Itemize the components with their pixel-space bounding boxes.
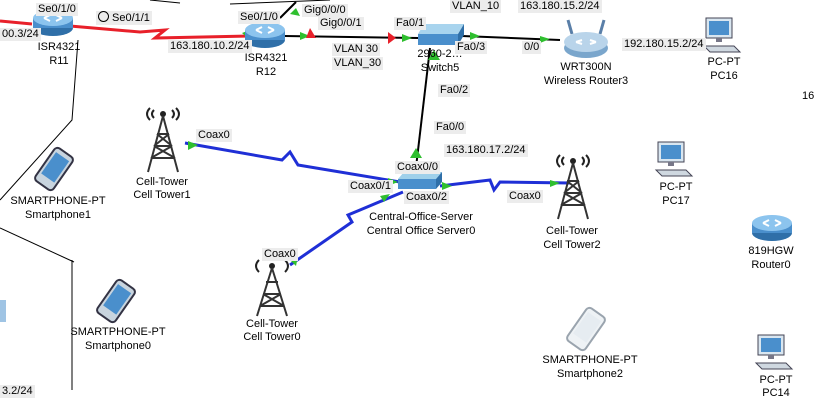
serial-link-r11-r12[interactable]: [69, 24, 251, 40]
router-r12[interactable]: [244, 20, 286, 55]
cell-tower-icon: [556, 154, 590, 220]
port-cos-coax02: Coax0/2: [404, 191, 449, 204]
pc-icon: [754, 334, 794, 370]
coax-link-cos-tower1[interactable]: [184, 141, 401, 184]
copper-link-r11-down[interactable]: [0, 39, 79, 201]
router-r11-name: R11: [49, 55, 69, 67]
port-r11-se010: Se0/1/0: [36, 3, 78, 16]
smartphone-0-name: Smartphone0: [84, 340, 152, 352]
cell-tower-0-model: Cell-Tower: [246, 318, 298, 330]
note-edge-digit: 16: [802, 90, 814, 102]
port-switch5-fa03: Fa0/3: [455, 41, 488, 54]
port-r11-se011-text: Se0/1/1: [112, 12, 150, 24]
port-cos-fa00: Fa0/0: [434, 121, 467, 134]
pc-pc16[interactable]: [702, 16, 742, 61]
router-router0-model: 819HGW: [748, 245, 794, 257]
router-icon: [245, 22, 285, 48]
cell-tower-icon: [146, 107, 180, 173]
smartphone-icon: [566, 306, 606, 352]
wireless-router-wr3[interactable]: [562, 18, 610, 65]
smartphone-icon: [96, 278, 136, 324]
serial-link-left-stub[interactable]: [0, 19, 33, 26]
cell-tower-2[interactable]: [552, 153, 594, 226]
smartphone-2[interactable]: [562, 306, 610, 357]
smartphone-0-model: SMARTPHONE-PT: [70, 326, 166, 338]
router-router0-name: Router0: [751, 259, 791, 271]
smartphone-0[interactable]: [92, 278, 140, 329]
copper-link-left-diag[interactable]: [0, 227, 75, 263]
cell-tower-1-model: Cell-Tower: [136, 176, 188, 188]
cell-tower-0[interactable]: [251, 258, 293, 323]
pc-pc17[interactable]: [654, 140, 694, 185]
port-switch5-fa01: Fa0/1: [394, 17, 427, 30]
pc-pc16-name: PC16: [710, 70, 738, 82]
router-icon: [752, 215, 792, 241]
note-ip-cos[interactable]: 163.180.17.2/24: [444, 144, 528, 157]
wireless-router-wr3-model: WRT300N: [560, 61, 612, 73]
pc-pc14-model: PC-PT: [759, 374, 793, 386]
cell-tower-0-name: Cell Tower0: [243, 331, 301, 343]
note-ip-bottom-left[interactable]: 3.2/24: [0, 385, 35, 398]
port-cos-coax01: Coax0/1: [348, 180, 393, 193]
server-icon: [398, 172, 442, 189]
cell-tower-2-name: Cell Tower2: [543, 239, 601, 251]
smartphone-1[interactable]: [30, 146, 78, 197]
port-tower1-coax0: Coax0: [196, 129, 232, 142]
smartphone-icon: [34, 146, 74, 192]
smartphone-2-model: SMARTPHONE-PT: [542, 354, 638, 366]
note-ip-wrt-wan[interactable]: 163.180.15.2/24: [518, 0, 602, 13]
clock-icon: [98, 11, 109, 22]
pc-pc17-model: PC-PT: [659, 181, 693, 193]
smartphone-1-model: SMARTPHONE-PT: [10, 195, 106, 207]
pc-pc16-model: PC-PT: [707, 56, 741, 68]
copper-link-r12-up2[interactable]: [149, 0, 181, 4]
partial-device-left[interactable]: [0, 300, 6, 322]
link-down-indicators: [306, 28, 396, 44]
copper-link-r12-up[interactable]: [279, 1, 297, 19]
note-vlan30-a[interactable]: VLAN 30: [332, 43, 381, 56]
port-tower0-coax0: Coax0: [262, 248, 298, 261]
central-office-server-name: Central Office Server0: [366, 225, 476, 237]
port-cos-coax00: Coax0/0: [395, 161, 440, 174]
router-r11-model: ISR4321: [37, 41, 81, 53]
wireless-router-wr3-name: Wireless Router3: [543, 75, 629, 87]
port-r12-gig001: Gig0/0/1: [318, 17, 364, 30]
port-tower2-coax0: Coax0: [507, 190, 543, 203]
switch-switch5[interactable]: [418, 24, 464, 51]
note-vlan10[interactable]: VLAN_10: [450, 0, 502, 13]
coax-link-cos-tower0[interactable]: [289, 190, 404, 267]
port-r11-se011: Se0/1/1: [96, 11, 152, 25]
pc-pc17-name: PC17: [662, 195, 690, 207]
port-r12-se010: Se0/1/0: [238, 11, 280, 24]
pc-pc14[interactable]: [754, 333, 794, 378]
coax-link-cos-tower2[interactable]: [439, 178, 571, 194]
router-r12-model: ISR4321: [244, 52, 288, 64]
note-ip-r12-serial[interactable]: 163.180.10.2/24: [168, 40, 252, 53]
cell-tower-icon: [255, 259, 289, 317]
port-wrt-00: 0/0: [522, 41, 542, 54]
port-r12-gig000: Gig0/0/0: [302, 4, 348, 17]
note-ip-pc16[interactable]: 192.180.15.2/24: [622, 38, 706, 51]
pc-pc14-name: PC14: [762, 387, 790, 399]
note-vlan30-b[interactable]: VLAN_30: [332, 57, 384, 70]
smartphone-1-name: Smartphone1: [24, 209, 92, 221]
cell-tower-2-model: Cell-Tower: [546, 225, 598, 237]
cell-tower-1[interactable]: [142, 106, 184, 179]
router-router0[interactable]: [750, 212, 794, 249]
router-r12-name: R12: [255, 66, 277, 78]
switch-switch5-model: 2960-2…: [417, 48, 463, 60]
wireless-router-icon: [564, 19, 608, 58]
pc-icon: [654, 141, 694, 177]
port-switch5-fa02: Fa0/2: [438, 84, 471, 97]
central-office-server-model: Central-Office-Server: [369, 211, 473, 223]
copper-link-top-right[interactable]: [229, 0, 331, 5]
cell-tower-1-name: Cell Tower1: [133, 189, 191, 201]
note-ip-left-edge[interactable]: 00.3/24: [0, 28, 41, 41]
smartphone-2-name: Smartphone2: [556, 368, 624, 380]
switch-switch5-name: Switch5: [420, 62, 460, 74]
switch-icon: [418, 24, 464, 45]
pc-icon: [702, 17, 742, 53]
